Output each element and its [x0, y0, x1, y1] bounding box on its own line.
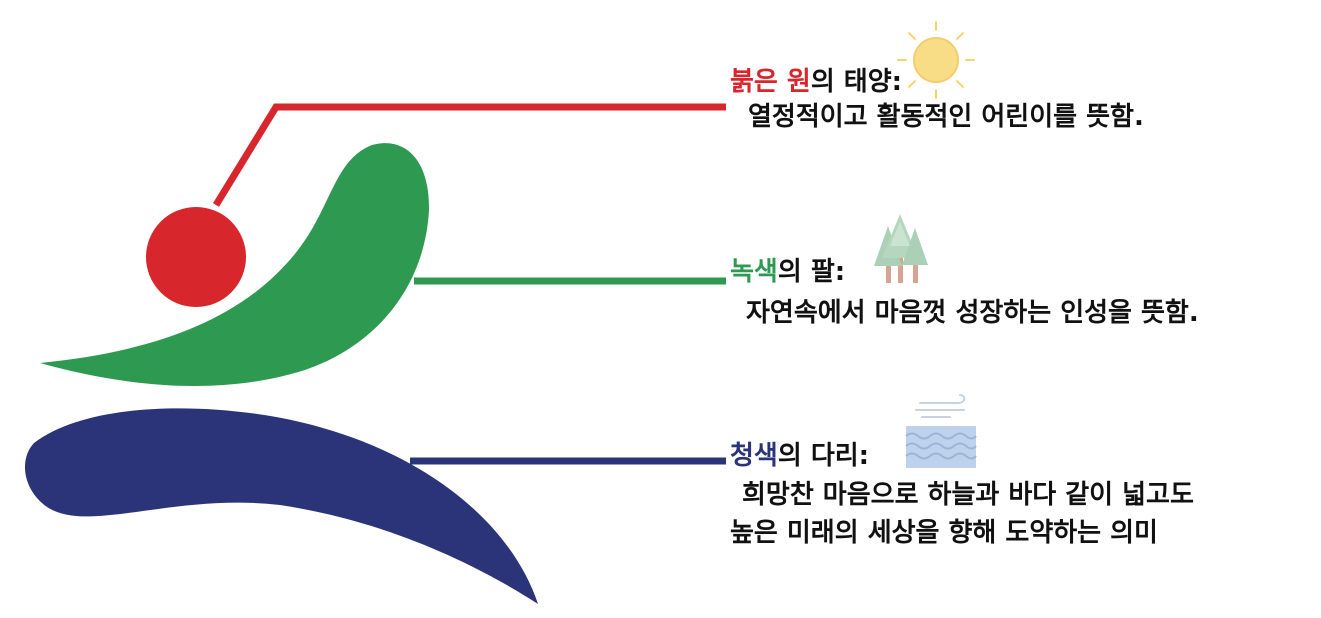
wave-heading: 청색의 다리:	[730, 440, 1194, 472]
wave-icon	[905, 394, 977, 468]
sun-heading-suffix: 의 태양:	[810, 67, 903, 97]
sun-heading: 붉은 원의 태양:	[730, 66, 1144, 98]
wave-description-line-2: 높은 미래의 세상을 향해 도약하는 의미	[730, 518, 1158, 548]
wave-heading-suffix: 의 다리:	[777, 441, 870, 471]
sun-keyword: 붉은 원	[730, 67, 811, 97]
wave-description-line-1: 희망찬 마음으로 하늘과 바다 같이 넓고도	[742, 480, 1194, 510]
wave-description: 청색의 다리: 희망찬 마음으로 하늘과 바다 같이 넓고도 높은 미래의 세상…	[730, 440, 1194, 552]
navy-leg-shape	[24, 408, 539, 604]
sun-description-line: 열정적이고 활동적인 어린이를 뜻함.	[748, 102, 1144, 132]
sun-description: 붉은 원의 태양: 열정적이고 활동적인 어린이를 뜻함.	[730, 66, 1144, 136]
red-circle-sun	[146, 207, 246, 307]
forest-heading: 녹색의 팔:	[730, 256, 1199, 288]
red-connector-line	[213, 103, 726, 207]
forest-icon	[874, 214, 928, 283]
forest-description: 녹색의 팔: 자연속에서 마음껏 성장하는 인성을 뜻함.	[730, 256, 1199, 332]
forest-keyword: 녹색	[730, 257, 778, 287]
forest-heading-suffix: 의 팔:	[777, 257, 846, 287]
green-arm-shape	[40, 143, 430, 387]
wave-keyword: 청색	[730, 441, 778, 471]
sun-icon	[897, 21, 975, 99]
forest-description-line: 자연속에서 마음껏 성장하는 인성을 뜻함.	[746, 298, 1199, 328]
